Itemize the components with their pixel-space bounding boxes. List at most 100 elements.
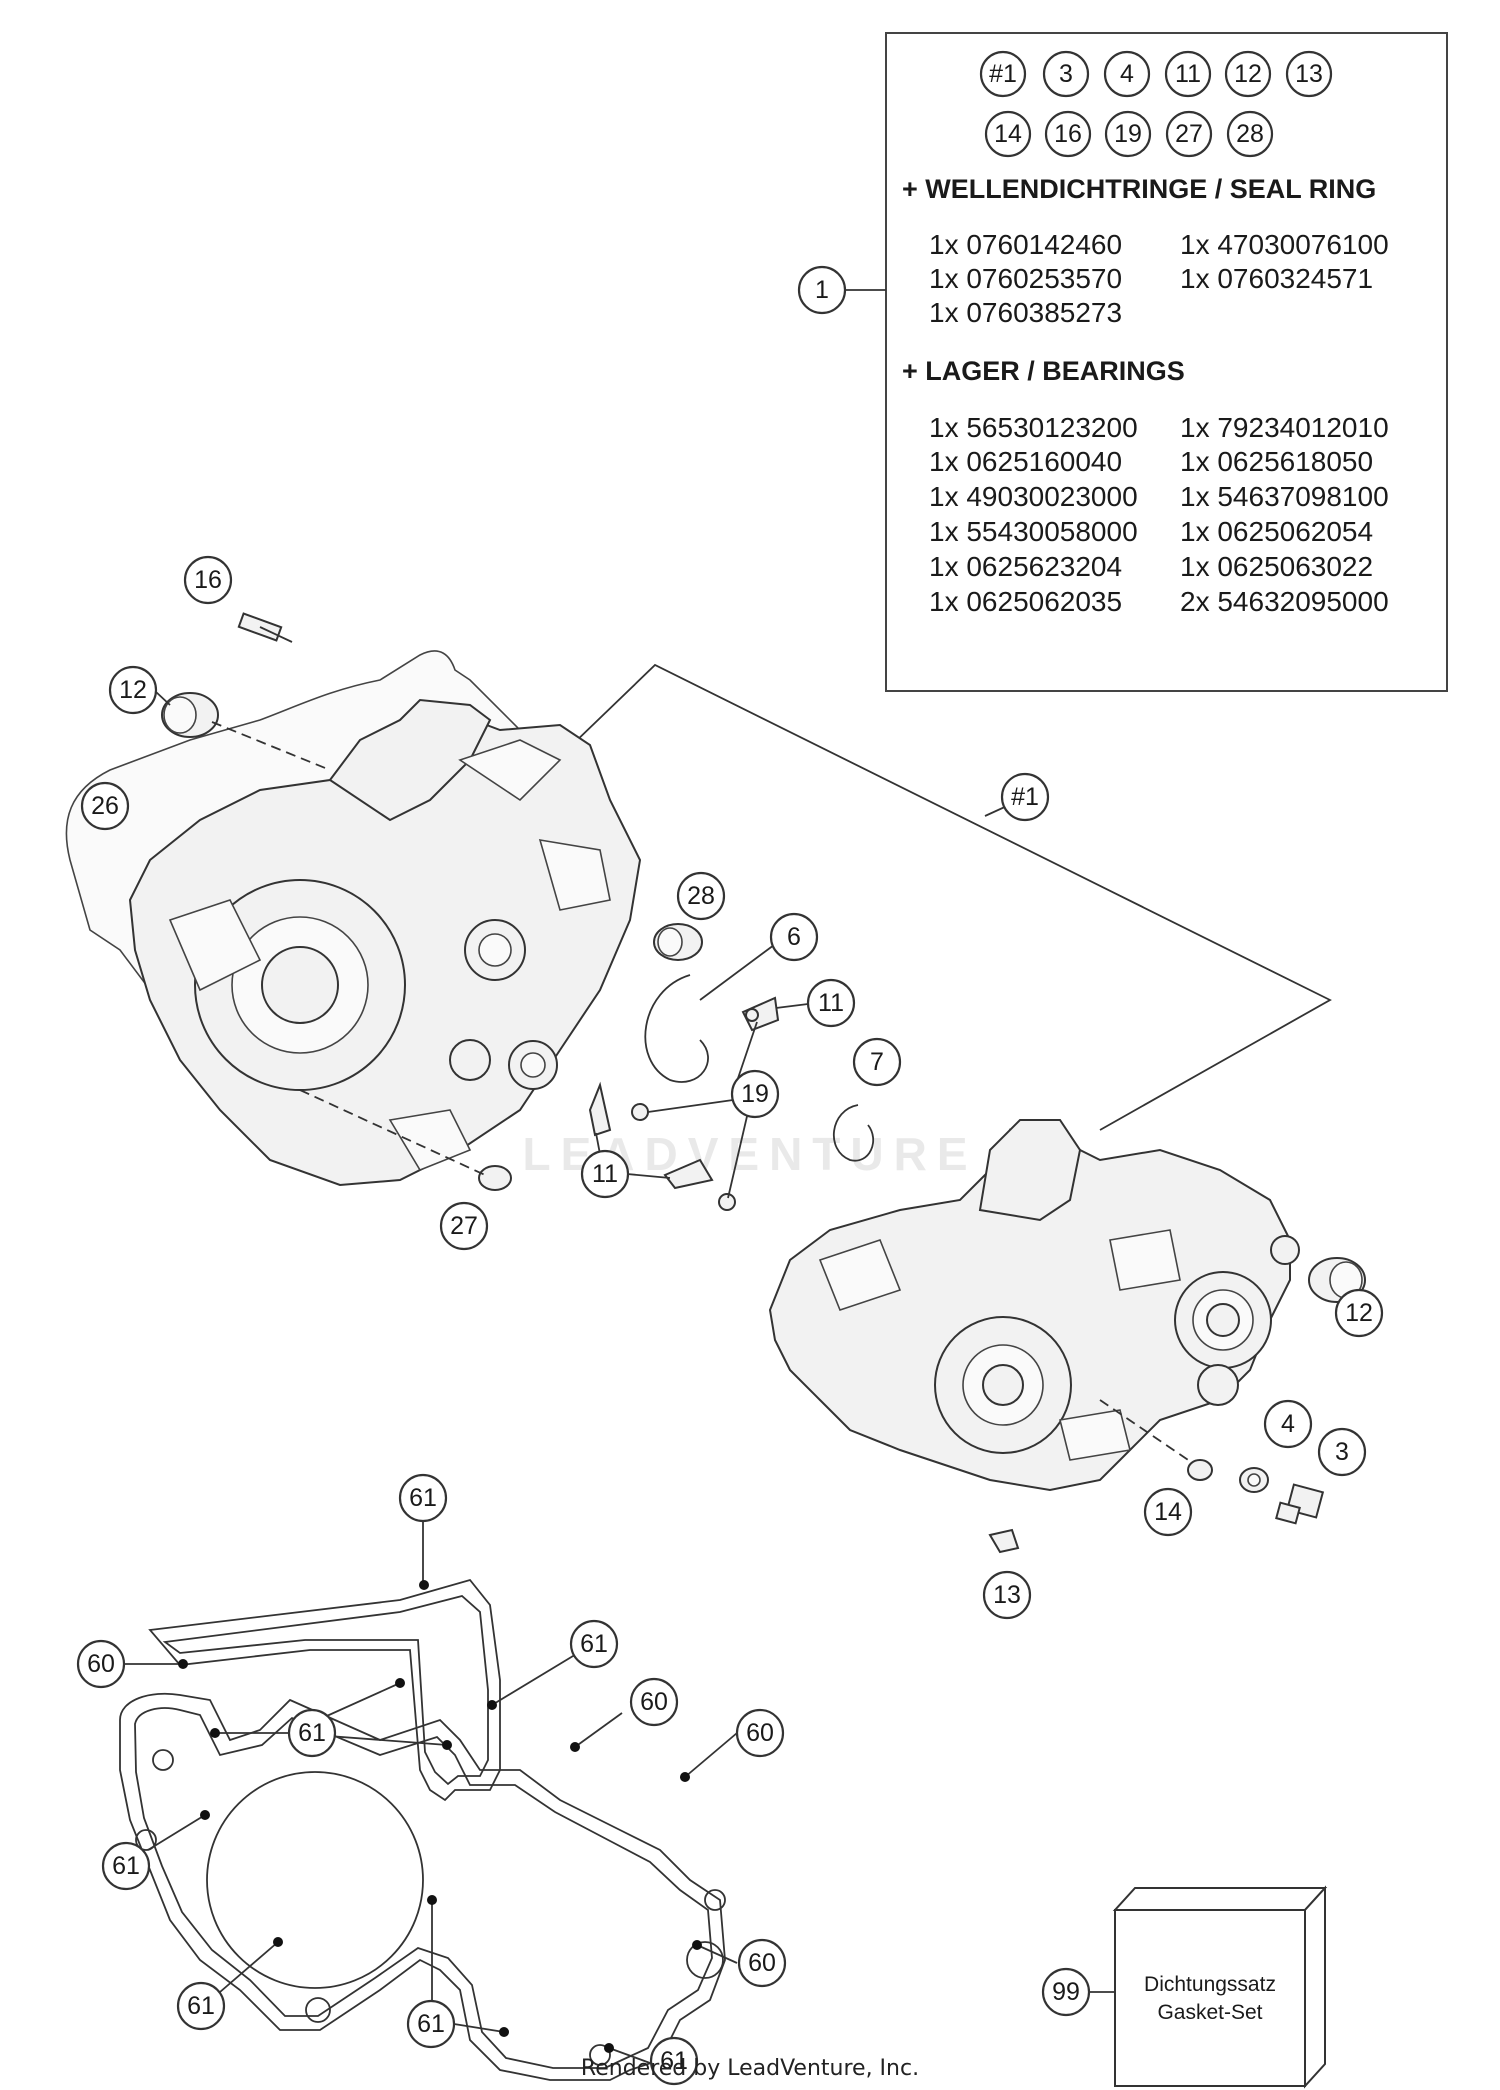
plug-14 [1187,1459,1213,1481]
bearing-row-6-col-1: 1x 0625062035 [929,586,1122,617]
callout-label: 1 [815,276,829,304]
callout-label: 4 [1120,60,1134,88]
screw-19-a [631,1103,649,1121]
callout-label: 16 [194,566,222,594]
callout-14: 14 [1143,1487,1193,1537]
callout-label: 61 [660,2047,688,2075]
callout-16: 16 [1044,110,1092,158]
left-small-parts [161,612,875,1211]
callout-60-right-c: 60 [737,1938,787,1988]
info-box-frame [885,32,1448,692]
callout-99: 99 [1041,1967,1091,2017]
bearing-row-4-col-1: 1x 55430058000 [929,516,1138,547]
callout-label: 61 [580,1630,608,1658]
callout-28: 28 [1226,110,1274,158]
dowel-27 [478,1165,512,1191]
callout-label: 12 [1345,1299,1373,1327]
bushing-28 [653,923,703,961]
bolt-16 [237,612,293,643]
callout-label: 28 [1236,120,1264,148]
callout-11-bottom: 11 [580,1149,630,1199]
callout-12: 12 [1224,50,1272,98]
callout-28: 28 [676,871,726,921]
gasket-leaders [124,1521,738,2064]
gasket-sheet [119,1521,738,2081]
callout-label: 60 [746,1719,774,1747]
callout-3: 3 [1042,50,1090,98]
callout-11: 11 [1164,50,1212,98]
callout-label: 14 [1154,1498,1182,1526]
gasket-crank-cutout [206,1771,424,1989]
bearing-row-5-col-2: 1x 0625063022 [1180,551,1373,582]
callout-label: 27 [1175,120,1203,148]
callout-26: 26 [80,781,130,831]
callout-label: 4 [1281,1410,1295,1438]
gasket-dots [178,1580,702,2053]
locking-plate-11-left [588,1081,612,1137]
callout-label: 61 [112,1852,140,1880]
screw-13 [988,1528,1020,1554]
gasket-set-box: Dichtungssatz Gasket-Set 99 [1041,1885,1328,2089]
callout-label: #1 [1011,783,1039,811]
cylinder-base-gasket [148,1578,501,1802]
callout-label: 61 [409,1484,437,1512]
seal-row-2-col-2: 1x 0760324571 [1180,263,1373,294]
callout-11-top: 11 [806,978,856,1028]
callout-7: 7 [852,1037,902,1087]
callout-label: 16 [1054,120,1082,148]
bearing-row-4-col-2: 1x 0625062054 [1180,516,1373,547]
callout-label: 14 [994,120,1022,148]
callout-19: 19 [1104,110,1152,158]
bearing-row-3-col-1: 1x 49030023000 [929,481,1138,512]
header-callouts-row1: #1 3 4 11 12 13 [979,50,1333,98]
locking-plate-11-bottom [663,1158,714,1190]
callout-13: 13 [982,1570,1032,1620]
callout-60-left: 60 [76,1639,126,1689]
footer-credit: Rendered by LeadVenture, Inc. [580,2056,920,2081]
bearing-row-3-col-2: 1x 54637098100 [1180,481,1389,512]
main-callouts: 16 12 26 #1 28 6 11 7 19 11 27 12 4 3 14… [80,555,1384,1620]
callout-61-right: 61 [569,1619,619,1669]
parts-info-box: #1 3 4 11 12 13 14 16 19 27 28 + WELLEND… [797,32,1448,692]
callout-label: #1 [989,60,1017,88]
case-gasket [119,1692,726,2081]
callout-label: 61 [187,1992,215,2020]
callout-4: 4 [1263,1399,1313,1449]
callout-12-left: 12 [108,665,158,715]
callout-6: 6 [769,912,819,962]
callout-label: 60 [87,1650,115,1678]
callout-label: 61 [417,2010,445,2038]
callout-4: 4 [1103,50,1151,98]
washer-4 [1239,1467,1269,1493]
circlip-7 [833,1104,875,1162]
callout-#1: #1 [979,50,1027,98]
seal-row-1-col-1: 1x 0760142460 [929,229,1122,260]
seal-row-1-col-2: 1x 47030076100 [1180,229,1389,260]
bearing-row-1-col-2: 1x 79234012010 [1180,412,1389,443]
callout-27: 27 [439,1201,489,1251]
cylinder-base-gasket-inner [162,1595,489,1786]
bearing-row-2-col-2: 1x 0625618050 [1180,446,1373,477]
right-crankcase-half [768,1119,1300,1492]
callout-label: 13 [1295,60,1323,88]
callout-label: 11 [592,1160,618,1188]
screw-19-c [718,1193,736,1211]
callout-label: 28 [687,882,715,910]
seal-ring-heading: + WELLENDICHTRINGE / SEAL RING [902,174,1376,204]
callout-60-right-b: 60 [735,1708,785,1758]
callout-label: 11 [1175,60,1201,88]
seal-row-3-col-1: 1x 0760385273 [929,297,1122,328]
bearing-row-2-col-1: 1x 0625160040 [929,446,1122,477]
callout-label: 13 [993,1581,1021,1609]
callout-label: 6 [787,923,801,951]
gasket-set-label-de: Dichtungssatz [1144,1973,1276,1996]
callout-label: 7 [870,1048,884,1076]
seal-row-2-col-1: 1x 0760253570 [929,263,1122,294]
right-case-deck [978,1119,1082,1222]
callout-label: 99 [1052,1978,1080,2006]
callout-19: 19 [730,1069,780,1119]
right-small-parts [988,1257,1366,1554]
gasket-set-label-en: Gasket-Set [1157,2001,1262,2024]
bearings-heading: + LAGER / BEARINGS [902,356,1185,386]
